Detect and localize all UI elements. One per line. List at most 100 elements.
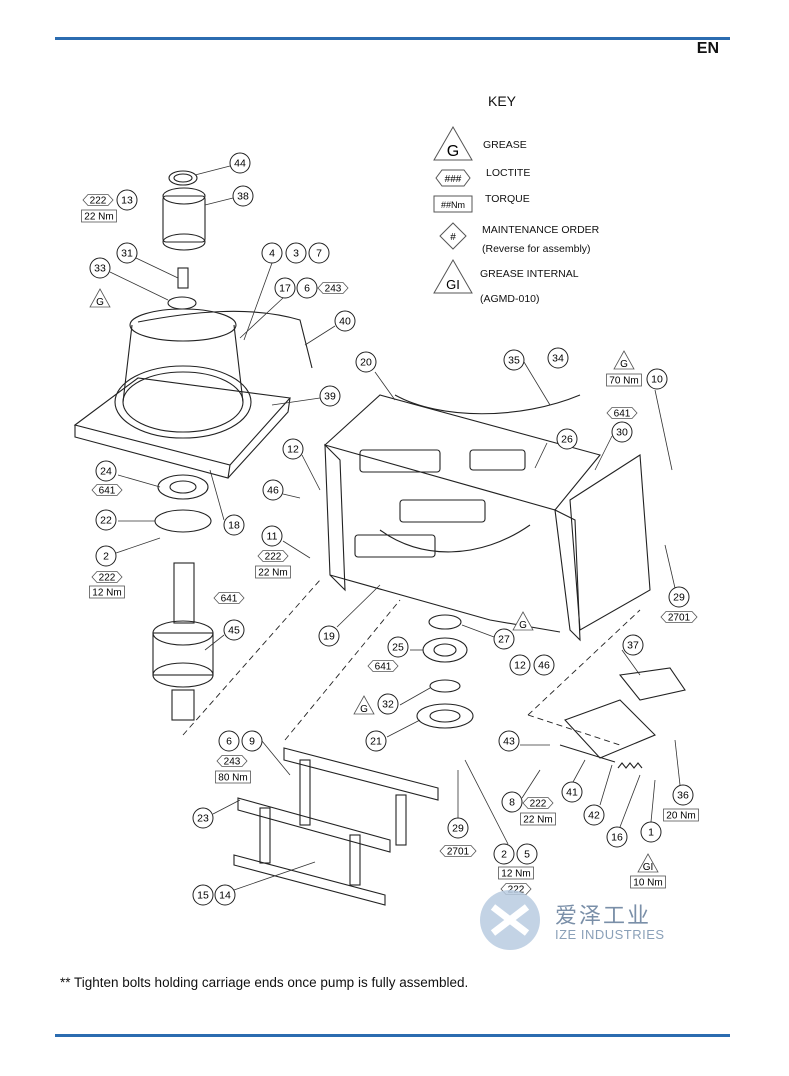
callout-number: 27	[498, 634, 510, 646]
callout-number: 41	[566, 787, 578, 799]
callout-27: 27	[493, 628, 515, 650]
callout-number: 43	[503, 736, 515, 748]
torque-tag-text: 70 Nm	[609, 376, 638, 387]
grease-internal-key-icon: GI	[433, 258, 473, 294]
callout-circle	[274, 277, 296, 299]
grease-mark: G	[89, 288, 111, 308]
callout-circle	[606, 826, 628, 848]
grease-triangle	[613, 350, 635, 370]
loctite-tag-text: 641	[99, 486, 116, 497]
callout-circle	[501, 791, 523, 813]
torque-tag: 22 Nm	[255, 565, 291, 579]
callout-circle	[223, 619, 245, 641]
callout-46: 46	[533, 654, 555, 676]
callout-12: 12	[509, 654, 531, 676]
callout-number: 15	[197, 890, 209, 902]
callout-circle	[622, 634, 644, 656]
callout-number: 12	[514, 660, 526, 672]
torque-tag-text: 10 Nm	[633, 878, 662, 889]
loctite-tag: 641	[606, 407, 638, 420]
loctite-tag-shape	[522, 797, 554, 809]
callout-circle	[493, 628, 515, 650]
callout-circle	[503, 349, 525, 371]
torque-key-icon: ##Nm	[433, 195, 473, 213]
callout-circle	[583, 804, 605, 826]
callout-37: 37	[622, 634, 644, 656]
loctite-tag-text: 641	[614, 409, 631, 420]
callout-32: 32	[377, 693, 399, 715]
loctite-tag: 243	[317, 282, 349, 295]
rod-end-37	[618, 667, 686, 701]
callout-number: 46	[538, 660, 550, 672]
torque-tag-box	[255, 565, 291, 579]
callout-circle	[377, 693, 399, 715]
grease-mark-text: GI	[643, 862, 654, 873]
grease-triangle	[512, 611, 534, 631]
callout-19: 19	[318, 625, 340, 647]
callout-number: 33	[94, 263, 106, 275]
callout-24: 24	[95, 460, 117, 482]
callout-number: 22	[100, 515, 112, 527]
torque-tag-box	[663, 808, 699, 822]
callout-number: 30	[616, 427, 628, 439]
grease-mark: G	[512, 611, 534, 631]
callout-number: 9	[249, 736, 255, 748]
callout-circle	[192, 807, 214, 829]
loctite-tag-text: 243	[325, 284, 342, 295]
callout-5: 5	[516, 843, 538, 865]
grease-internal-key-symbol: GI	[446, 277, 460, 292]
callout-26: 26	[556, 428, 578, 450]
grease-mark: G	[613, 350, 635, 370]
language-label: EN	[696, 40, 719, 57]
callout-6: 6	[296, 277, 318, 299]
callout-circle	[611, 421, 633, 443]
loctite-tag: 641	[367, 660, 399, 673]
loctite-tag: 222	[257, 550, 289, 563]
callout-circle	[116, 189, 138, 211]
callout-11: 11	[261, 525, 283, 547]
loctite-tag-shape	[82, 194, 114, 206]
torque-tag-text: 20 Nm	[666, 811, 695, 822]
loctite-tag: 2701	[660, 611, 698, 624]
callout-12: 12	[282, 438, 304, 460]
bearing-24	[157, 474, 209, 500]
key-title: KEY	[488, 93, 517, 109]
callout-1: 1	[640, 821, 662, 843]
callout-circle	[232, 185, 254, 207]
callout-44: 44	[229, 152, 251, 174]
callout-8: 8	[501, 791, 523, 813]
callout-18: 18	[223, 514, 245, 536]
callout-circle	[261, 242, 283, 264]
callout-30: 30	[611, 421, 633, 443]
coupling-ring-44	[168, 170, 198, 186]
callout-9: 9	[241, 730, 263, 752]
callout-number: 38	[237, 191, 249, 203]
loctite-tag-shape	[213, 592, 245, 604]
callout-number: 6	[226, 736, 232, 748]
callout-number: 11	[267, 531, 278, 543]
grease-triangle	[637, 853, 659, 873]
grease-triangle	[89, 288, 111, 308]
callout-number: 14	[219, 890, 231, 902]
torque-tag: 22 Nm	[81, 209, 117, 223]
callout-14: 14	[214, 884, 236, 906]
torque-tag-text: 22 Nm	[84, 212, 113, 223]
torque-tag-text: 12 Nm	[92, 588, 121, 599]
callout-6: 6	[218, 730, 240, 752]
loctite-tag: 641	[91, 484, 123, 497]
loctite-key-icon: ###	[435, 169, 471, 187]
callout-number: 2	[501, 849, 507, 861]
torque-tag-box	[89, 585, 125, 599]
callout-number: 46	[267, 485, 279, 497]
callout-40: 40	[334, 310, 356, 332]
callout-number: 10	[651, 374, 663, 386]
callout-number: 37	[627, 640, 639, 652]
grease-mark-text: G	[519, 620, 527, 631]
callout-circle	[561, 781, 583, 803]
key-grease-internal-note: (AGMD-010)	[480, 293, 540, 305]
torque-tag-box	[215, 770, 251, 784]
callout-number: 39	[324, 391, 336, 403]
callout-circle	[493, 843, 515, 865]
torque-key-symbol: ##Nm	[441, 200, 465, 210]
